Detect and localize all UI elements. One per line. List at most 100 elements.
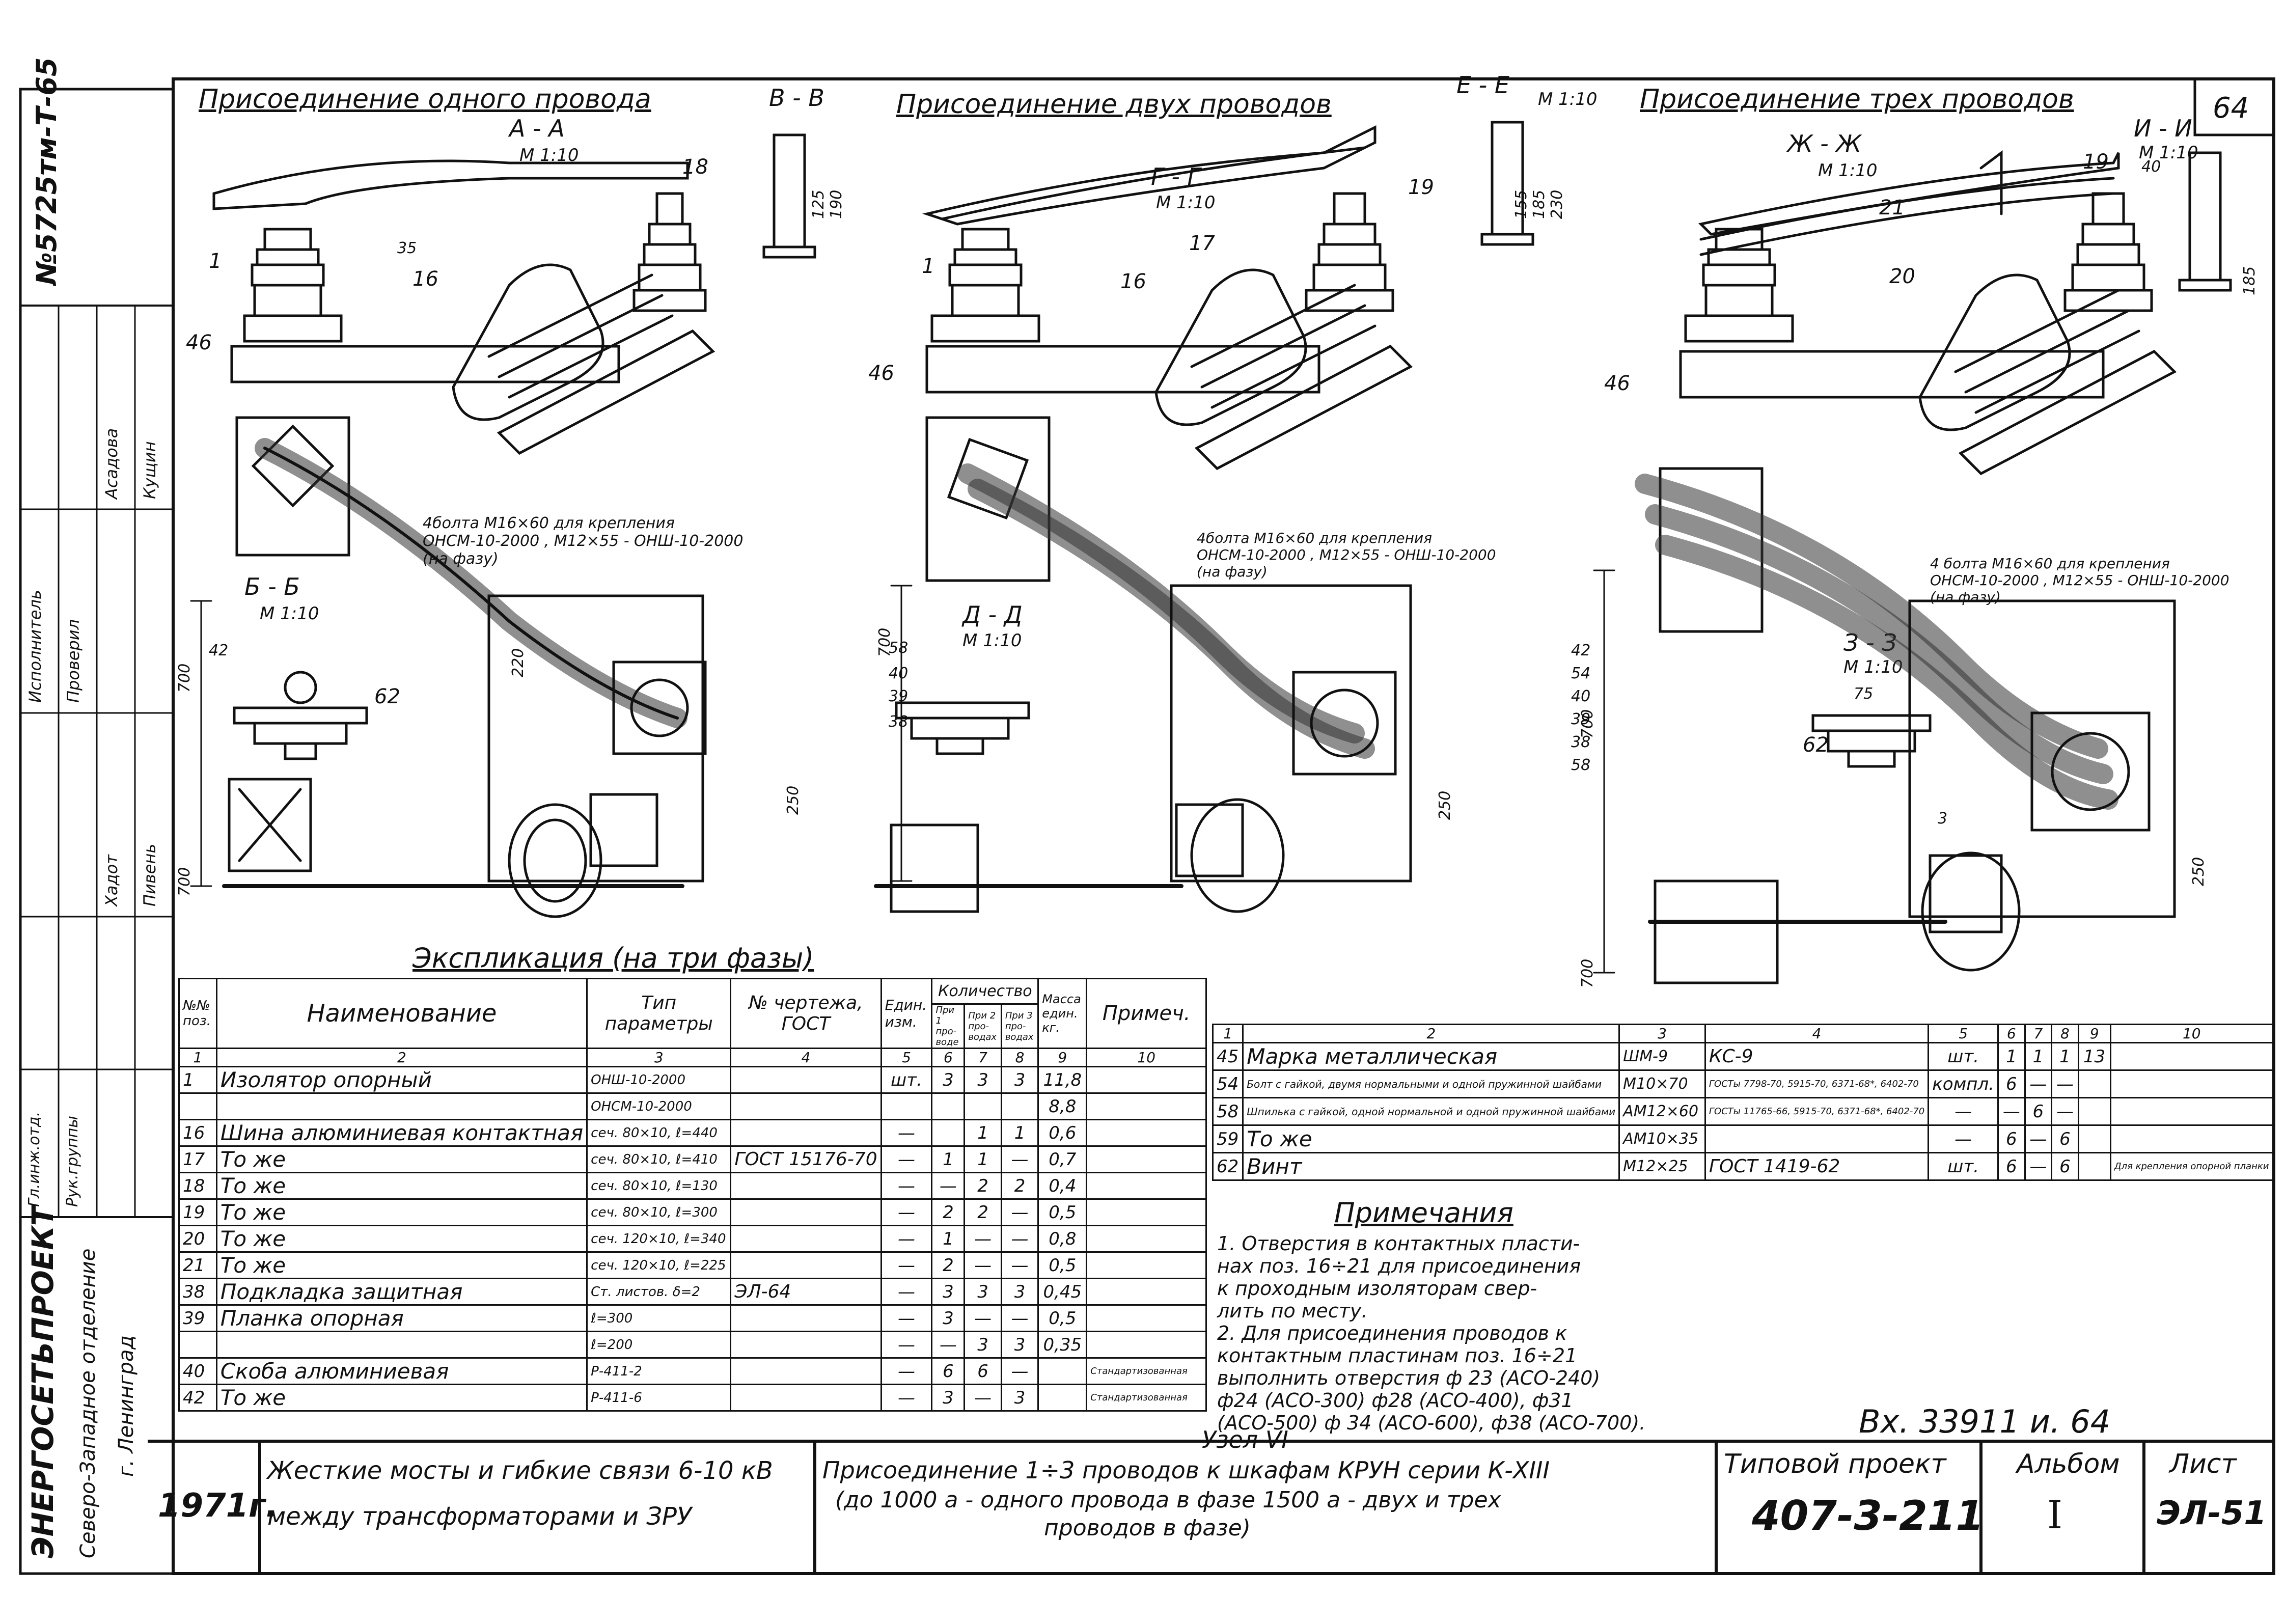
inventory-number: Вх. 33911 и. 64	[1859, 1403, 2111, 1440]
explication-cell: 17	[178, 1145, 217, 1173]
explication-cell: 1	[178, 1066, 217, 1094]
explication-cell: 16	[178, 1119, 217, 1147]
parts-cell: 6	[2051, 1124, 2079, 1153]
explication-cell	[1037, 1357, 1088, 1385]
explication-cell	[1086, 1066, 1207, 1094]
explication-cell: 0,45	[1037, 1278, 1088, 1306]
sheet-number: 64	[2213, 92, 2249, 125]
explication-cell	[178, 1331, 217, 1359]
parts-cell: —	[2024, 1124, 2053, 1153]
explication-cell: 3	[931, 1066, 966, 1094]
explication-cell: 19	[178, 1198, 217, 1226]
explication-cell	[730, 1225, 882, 1253]
section-bb-scale: М 1:10	[260, 603, 319, 624]
explication-cell: Стандартизованная	[1086, 1384, 1207, 1412]
explication-cell	[215, 1331, 588, 1359]
parts-cell: —	[1997, 1097, 2026, 1126]
explication-cell	[1086, 1198, 1207, 1226]
section-vv: В - В	[769, 84, 824, 112]
explication-cell	[931, 1119, 966, 1147]
bolt-note-one-l2: ОНСМ-10-2000 , М12×55 - ОНШ-10-2000	[423, 532, 744, 550]
parts-cell: шт.	[1928, 1152, 1999, 1181]
explication-cell: То же	[215, 1251, 588, 1279]
explication-cell: То же	[215, 1172, 588, 1200]
note-line: лить по месту.	[1217, 1300, 1368, 1322]
explication-cell: 39	[178, 1304, 217, 1332]
explication-cell	[880, 1092, 933, 1120]
explication-cell	[730, 1198, 882, 1226]
explication-cell: сеч. 80×10, ℓ=410	[586, 1145, 732, 1173]
tb-node: Узел VI	[1202, 1426, 1288, 1453]
hdr-drawing: № чертежа, ГОСТ	[730, 978, 882, 1049]
bolt-note-three-l1: 4 болта М16×60 для крепления	[1930, 555, 2170, 572]
callout-54-c: 54	[1571, 665, 1591, 682]
explication-cell: ℓ=300	[586, 1304, 732, 1332]
explication-cell: —	[1000, 1225, 1039, 1253]
explication-cell: 2	[963, 1198, 1002, 1226]
explication-cell: сеч. 80×10, ℓ=300	[586, 1198, 732, 1226]
callout-17-b: 17	[1189, 232, 1215, 255]
tb-album-label: Альбом	[2017, 1449, 2120, 1479]
dim-75-z: 75	[1854, 685, 1874, 703]
explication-cell: сеч. 80×10, ℓ=440	[586, 1119, 732, 1147]
callout-62-a: 62	[374, 685, 400, 708]
parts-cell: Для крепления опорной планки	[2109, 1152, 2274, 1181]
callout-16-a: 16	[412, 267, 438, 291]
explication-cell: ℓ=200	[586, 1331, 732, 1359]
explication-cell: 2	[963, 1172, 1002, 1200]
explication-cell: 0,35	[1037, 1331, 1088, 1359]
callout-42-a: 42	[209, 642, 229, 659]
explication-cell: Стандартизованная	[1086, 1357, 1207, 1385]
explication-cell: —	[1000, 1145, 1039, 1173]
parts-cell: То же	[1242, 1124, 1620, 1153]
bolt-note-one-l3: (на фазу)	[423, 550, 499, 568]
parts-cell: М12×25	[1618, 1152, 1706, 1181]
explication-cell: —	[880, 1119, 933, 1147]
parts-cell: 45	[1212, 1042, 1244, 1071]
hdr-q3: При 3 про-водах	[1000, 1003, 1039, 1049]
explication-cell: 21	[178, 1251, 217, 1279]
bolt-note-two-l2: ОНСМ-10-2000 , М12×55 - ОНШ-10-2000	[1197, 546, 1496, 563]
explication-cell: 1	[963, 1119, 1002, 1147]
explication-cell: 0,8	[1037, 1225, 1088, 1253]
parts-cell: —	[1928, 1124, 1999, 1153]
parts-cell: 6	[1997, 1152, 2026, 1181]
explication-cell: 2	[1000, 1172, 1039, 1200]
parts-cell: 1	[2024, 1042, 2053, 1071]
bolt-note-three: 4 болта М16×60 для крепления ОНСМ-10-200…	[1930, 555, 2229, 605]
parts-cell: шт.	[1928, 1042, 1999, 1071]
bolt-note-one: 4болта М16×60 для крепления ОНСМ-10-2000…	[423, 514, 743, 568]
parts-cell	[2109, 1042, 2274, 1071]
callout-18-a: 18	[682, 155, 708, 179]
explication-cell: 11,8	[1037, 1066, 1088, 1094]
explication-cell	[963, 1092, 1002, 1120]
explication-cell: 0,5	[1037, 1304, 1088, 1332]
explication-cell: 8,8	[1037, 1092, 1088, 1120]
tb-typical-value: 407-3-211	[1752, 1492, 1985, 1539]
explication-cell: 1	[931, 1225, 966, 1253]
note-line: ф24 (АСО-300) ф28 (АСО-400), ф31	[1217, 1389, 1574, 1412]
callout-19-c: 19	[2083, 150, 2109, 174]
explication-cell: Ст. листов. δ=2	[586, 1278, 732, 1306]
parts-cell: Болт с гайкой, двумя нормальными и одной…	[1242, 1069, 1620, 1098]
explication-cell	[1000, 1092, 1039, 1120]
note-line: 1. Отверстия в контактных пласти-	[1217, 1232, 1580, 1255]
parts-cell: компл.	[1928, 1069, 1999, 1098]
parts-col-number: 6	[1997, 1024, 2026, 1043]
explication-cell: ОНШ-10-2000	[586, 1066, 732, 1094]
explication-cell: —	[1000, 1198, 1039, 1226]
parts-col-number: 2	[1242, 1024, 1620, 1043]
note-line: 2. Для присоединения проводов к	[1217, 1322, 1567, 1344]
hdr-pos: №№ поз.	[178, 978, 217, 1049]
hdr-name: Наименование	[215, 978, 588, 1049]
dim-40-i: 40	[2141, 158, 2161, 176]
callout-35-a: 35	[397, 239, 417, 257]
explication-table: №№ поз. Наименование Тип параметры № чер…	[178, 978, 1207, 1412]
explication-cell: —	[880, 1225, 933, 1253]
